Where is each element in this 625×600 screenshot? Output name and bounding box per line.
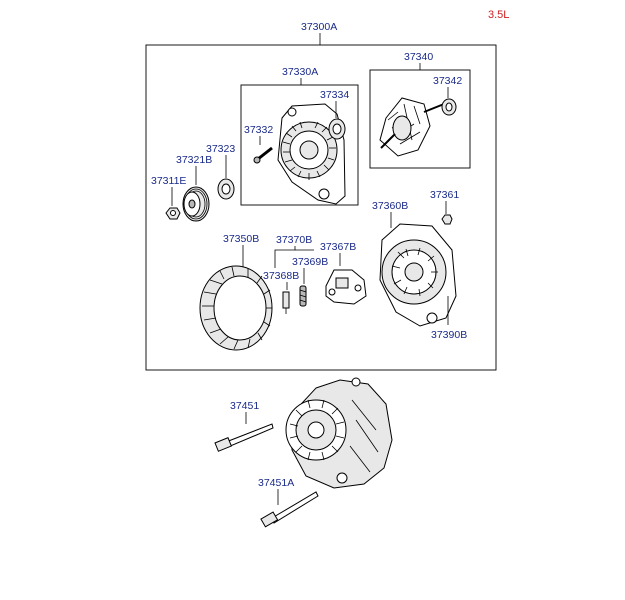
label-37330A: 37330A bbox=[282, 66, 318, 78]
bracket-group-box bbox=[240, 84, 359, 206]
label-37340: 37340 bbox=[404, 51, 433, 63]
label-37323: 37323 bbox=[206, 143, 235, 155]
nut-part bbox=[165, 207, 181, 220]
nut-37361-part bbox=[441, 214, 453, 225]
brush-part bbox=[282, 291, 290, 314]
label-37370B: 37370B bbox=[276, 234, 312, 246]
label-37368B: 37368B bbox=[263, 270, 299, 282]
rear-bracket-part bbox=[379, 223, 457, 327]
assembly-group-box bbox=[145, 44, 497, 371]
regulator-part bbox=[325, 269, 367, 305]
label-37332: 37332 bbox=[244, 124, 273, 136]
engine-label: 3.5L bbox=[488, 9, 509, 21]
label-37350B: 37350B bbox=[223, 233, 259, 245]
stator-part bbox=[199, 265, 273, 351]
label-37390B: 37390B bbox=[431, 329, 467, 341]
front-bracket-part bbox=[277, 103, 346, 205]
label-37311E: 37311E bbox=[151, 175, 186, 187]
label-37451A: 37451A bbox=[258, 477, 294, 489]
label-37361: 37361 bbox=[430, 189, 459, 201]
label-37321B: 37321B bbox=[176, 154, 212, 166]
spring-part bbox=[299, 285, 307, 307]
bearing-37334-part bbox=[328, 118, 346, 140]
bolt-37451-part bbox=[214, 423, 274, 452]
label-37369B: 37369B bbox=[292, 256, 328, 268]
label-37367B: 37367B bbox=[320, 241, 356, 253]
label-37360B: 37360B bbox=[372, 200, 408, 212]
alternator-assembly-part bbox=[285, 377, 393, 489]
bearing-37342-part bbox=[441, 98, 457, 116]
spacer-part bbox=[217, 178, 235, 200]
leader-37370B bbox=[274, 246, 296, 268]
bolt-37451A-part bbox=[260, 491, 319, 528]
pulley-part bbox=[182, 186, 210, 222]
label-37334: 37334 bbox=[320, 89, 349, 101]
label-37300A: 37300A bbox=[301, 21, 337, 33]
label-37451: 37451 bbox=[230, 400, 259, 412]
rotor-part bbox=[379, 97, 445, 157]
bolt-37332-part bbox=[253, 146, 273, 164]
label-37342: 37342 bbox=[433, 75, 462, 87]
